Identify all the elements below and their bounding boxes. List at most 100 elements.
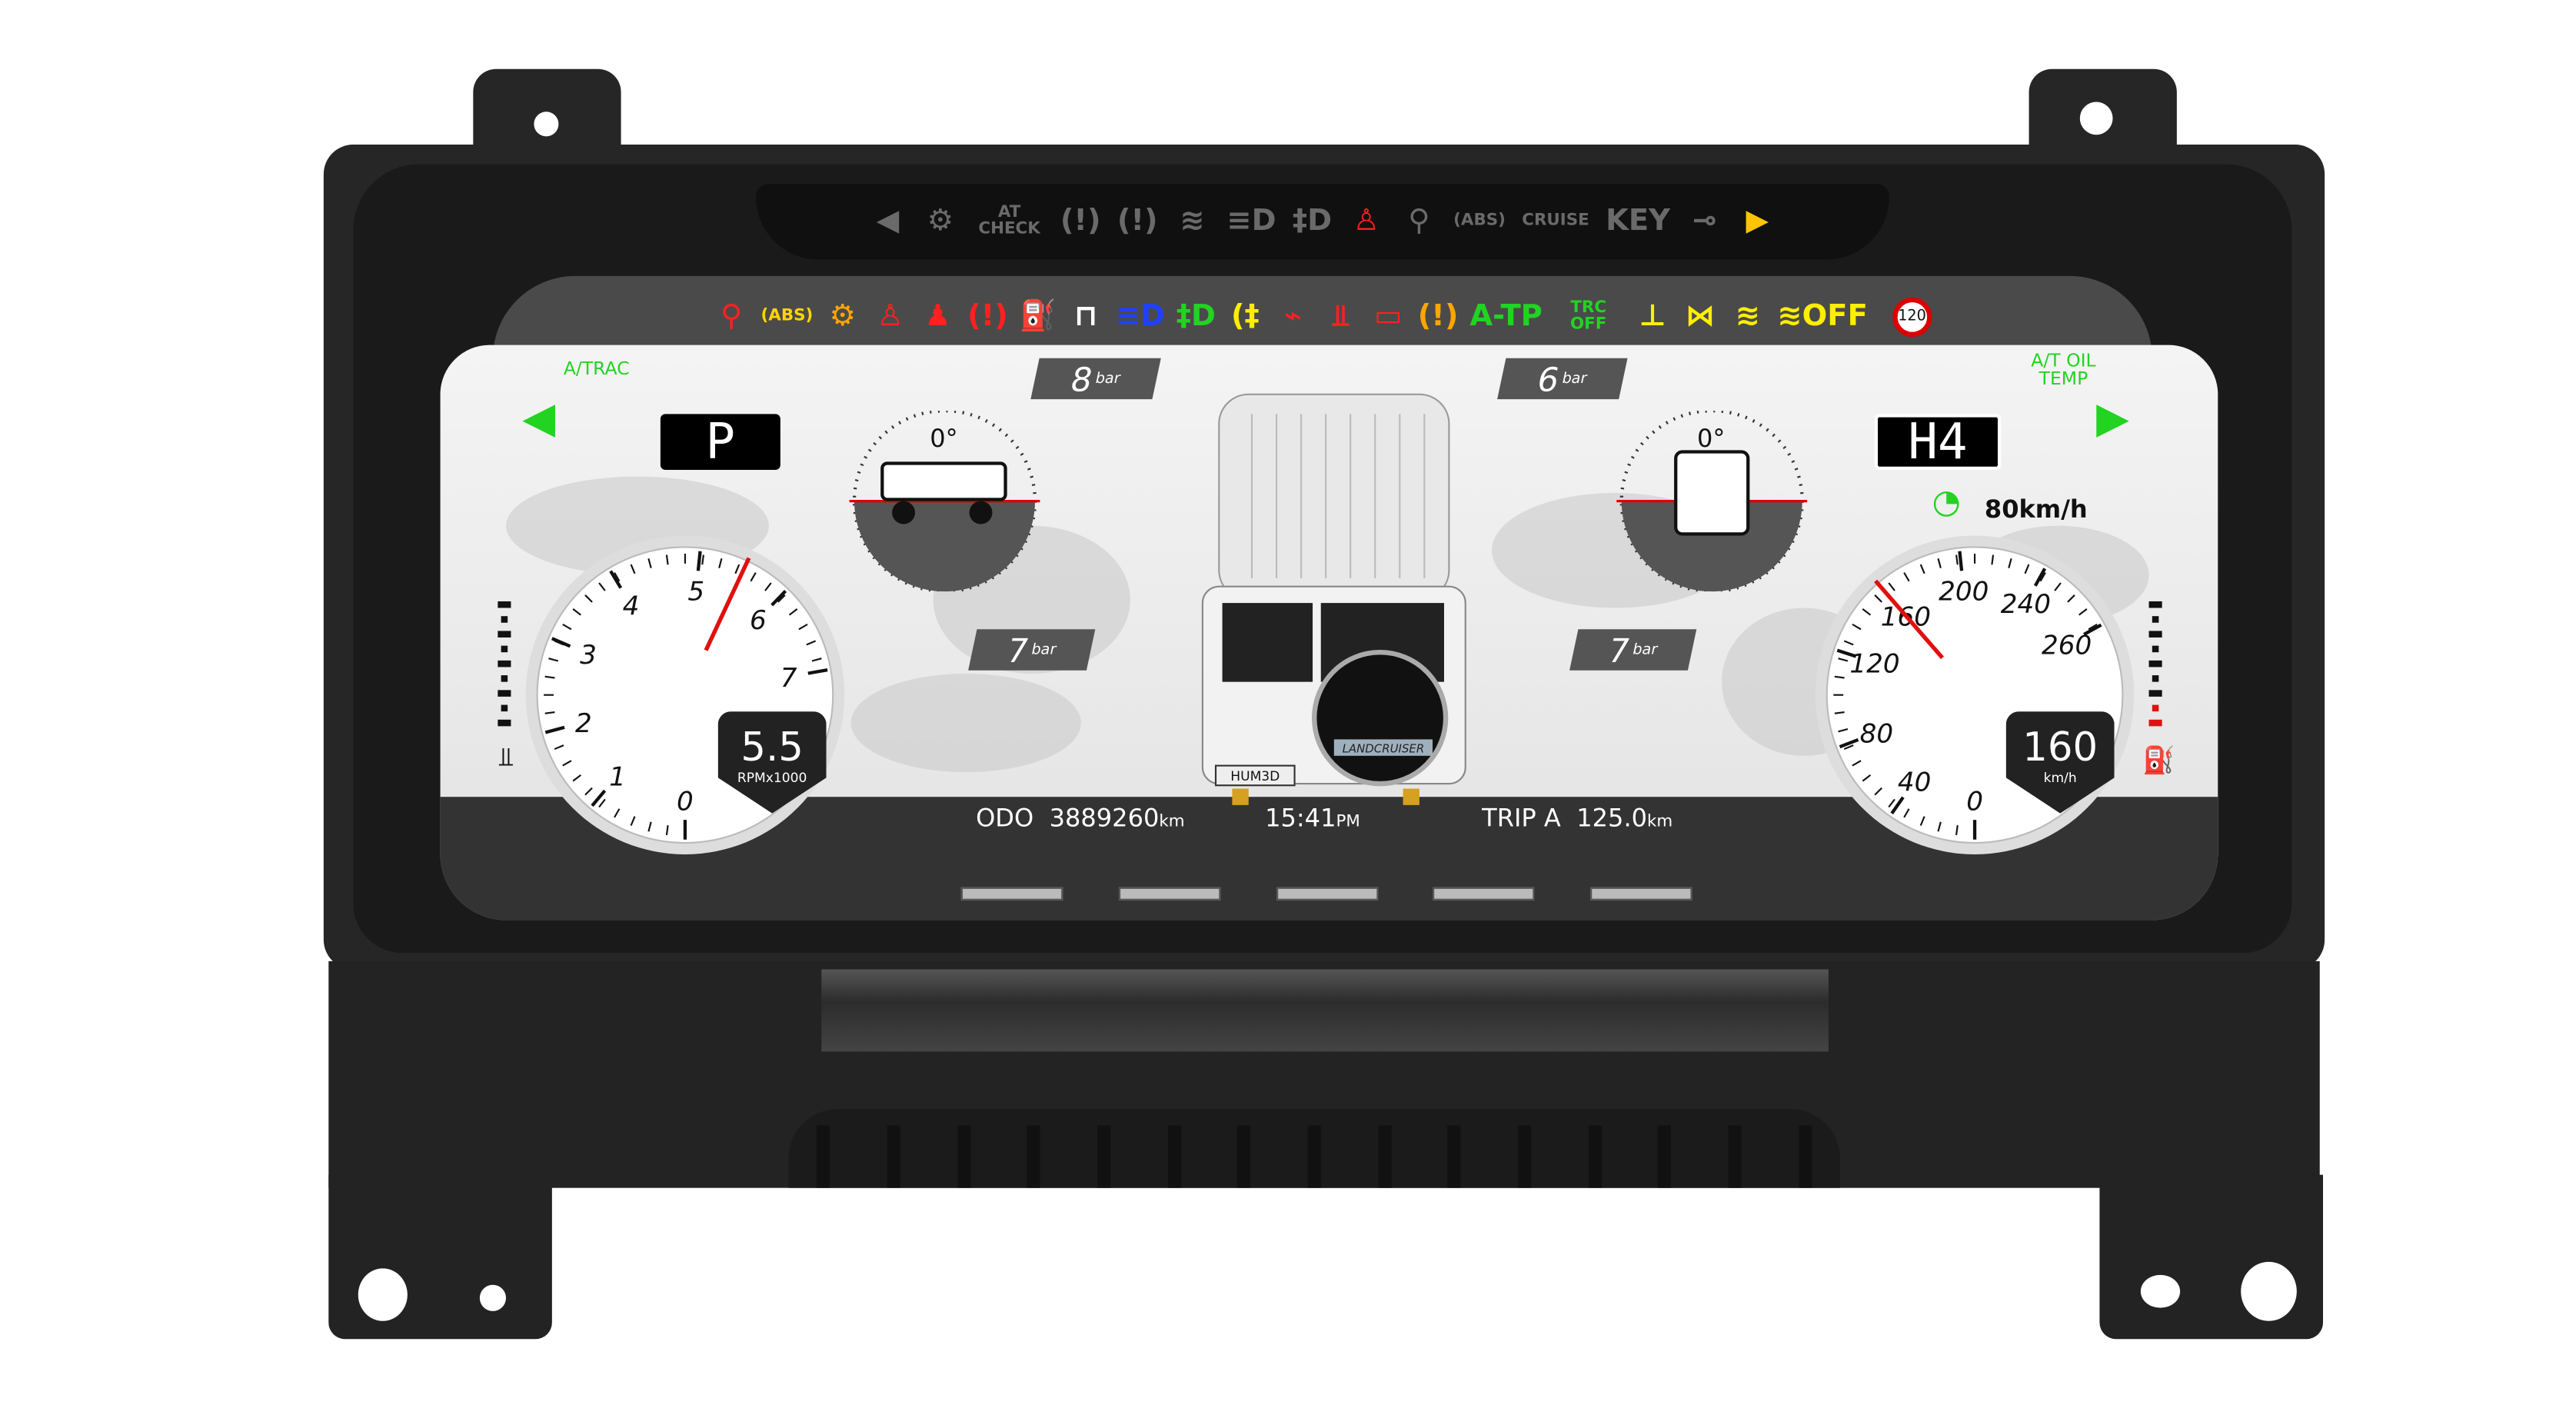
gauge-label: 0 (677, 786, 694, 817)
vent (788, 1109, 1840, 1188)
button-3[interactable] (1275, 887, 1378, 901)
temp-segment (501, 616, 508, 623)
gauge-tick (584, 594, 593, 603)
fuel-segment (2152, 645, 2159, 653)
slip-icon: ≋ (1735, 298, 1761, 334)
cruise-speedometer-icon: ◔ (1932, 481, 1961, 521)
turn-left-indicator-icon: ◀ (522, 394, 556, 444)
gauge-tick (1888, 798, 1895, 808)
cruise-set-speed: 80km/h (1984, 494, 2088, 524)
a-trac-label: A/TRAC (563, 358, 630, 380)
side-vehicle-icon (880, 461, 1007, 501)
check-engine-icon: ⚙ (829, 298, 856, 334)
gauge-tick (1903, 808, 1910, 818)
gauge-label: 5 (687, 577, 704, 608)
gauge-tick (2024, 564, 2030, 574)
pitch-inclinometer (849, 411, 1040, 592)
gauge-tick (647, 821, 652, 832)
fuel-icon: ⛽ (1019, 298, 1057, 334)
vehicle-image: LANDCRUISER HUM3D (1201, 393, 1466, 805)
gauge-tick (548, 658, 559, 662)
gauge-tick (1937, 821, 1942, 832)
speed-readout: 160 km/h (2005, 711, 2115, 814)
speed-limit-sign: 120 (1892, 297, 1932, 337)
gauge-tick (1903, 572, 1910, 582)
trip-meter: TRIP A 125.0km (1482, 803, 1673, 834)
svg-text:LANDCRUISER: LANDCRUISER (1343, 742, 1425, 756)
brake-icon: (!) (967, 298, 1008, 334)
check-engine-icon: ⚙ (927, 203, 954, 238)
gauge-tick (2008, 558, 2012, 568)
coolant-temp-bar: ⫫ (498, 601, 514, 773)
airbag-icon: ⚲ (1408, 203, 1430, 238)
rear-fog-icon: (‡ (1230, 298, 1260, 334)
gauge-tick (1852, 760, 1862, 767)
rear-vehicle-icon (1674, 450, 1750, 536)
gauge-major-tick (591, 789, 607, 807)
button-1[interactable] (960, 887, 1063, 901)
tire-pressure-icon: (!) (1417, 298, 1459, 334)
fuel-segment (2148, 719, 2162, 727)
seat-occupant-icon: ♟ (924, 298, 951, 334)
mount-hole (2140, 1274, 2181, 1308)
gauge-tick (1834, 711, 1845, 714)
gauge-tick (1843, 640, 1854, 646)
gauge-major-tick (1839, 737, 1859, 749)
gauge-tick (2067, 594, 2075, 603)
button-4[interactable] (1433, 887, 1536, 901)
fuel-segment (2148, 601, 2162, 608)
seatbelt-icon: ♙ (1353, 203, 1380, 238)
4wd-center-icon: ⋈ (1685, 298, 1716, 334)
gauge-major-tick (807, 668, 828, 675)
gauge-tick (2078, 608, 2088, 616)
button-5[interactable] (1590, 887, 1692, 901)
speed-value: 160 (2022, 724, 2098, 771)
gauge-tick (764, 582, 772, 591)
high-beam-icon: ≡D (1226, 203, 1276, 238)
gauge-tick (647, 558, 652, 568)
gauge-tick (1991, 554, 1995, 565)
gauge-major-tick (2083, 623, 2102, 636)
speed-unit: km/h (2043, 771, 2077, 786)
svg-text:HUM3D: HUM3D (1230, 769, 1280, 784)
a-tp-icon: A-TP (1469, 298, 1543, 334)
drive-mode-indicator: H4 (1874, 413, 2002, 471)
gauge-tick (2088, 623, 2098, 631)
gauge-label: 4 (623, 591, 640, 621)
lower-grille (821, 969, 1829, 1052)
4wd-front-icon: ⊥ (1639, 298, 1666, 334)
fuel-segment (2152, 616, 2159, 623)
gauge-tick (572, 774, 581, 782)
gauge-tick (798, 623, 808, 631)
fog-light-icon: ‡D (1292, 203, 1333, 238)
gauge-tick (554, 744, 564, 751)
gauge-label: 7 (780, 663, 797, 694)
key-icon: KEY (1606, 203, 1671, 238)
gauge-label: 240 (2001, 589, 2051, 620)
turn-right-indicator-icon: ▶ (2096, 394, 2129, 444)
gauge-tick (1852, 623, 1862, 631)
gauge-label: 3 (580, 640, 597, 671)
fuel-icon: ⛽ (2142, 745, 2175, 776)
gauge-tick (2039, 572, 2046, 582)
gauge-label: 6 (750, 605, 767, 636)
mount-hole (358, 1268, 408, 1321)
gauge-tick (1874, 594, 1882, 603)
gear-indicator: P (660, 413, 780, 471)
gauge-tick (1838, 727, 1849, 733)
gauge-label: 260 (2042, 630, 2092, 661)
button-2[interactable] (1118, 887, 1220, 901)
slip-icon: ≋ (1180, 203, 1205, 238)
coolant-temp-icon: ⫫ (498, 742, 513, 773)
abs-icon: (ABS) (1453, 211, 1506, 231)
gauge-label: 0 (1966, 786, 1983, 817)
odometer: ODO 3889260km (976, 803, 1185, 834)
gauge-tick (1955, 825, 1959, 836)
mount-hole (534, 112, 559, 137)
gauge-tick (777, 594, 786, 603)
gauge-tick (1888, 582, 1895, 591)
